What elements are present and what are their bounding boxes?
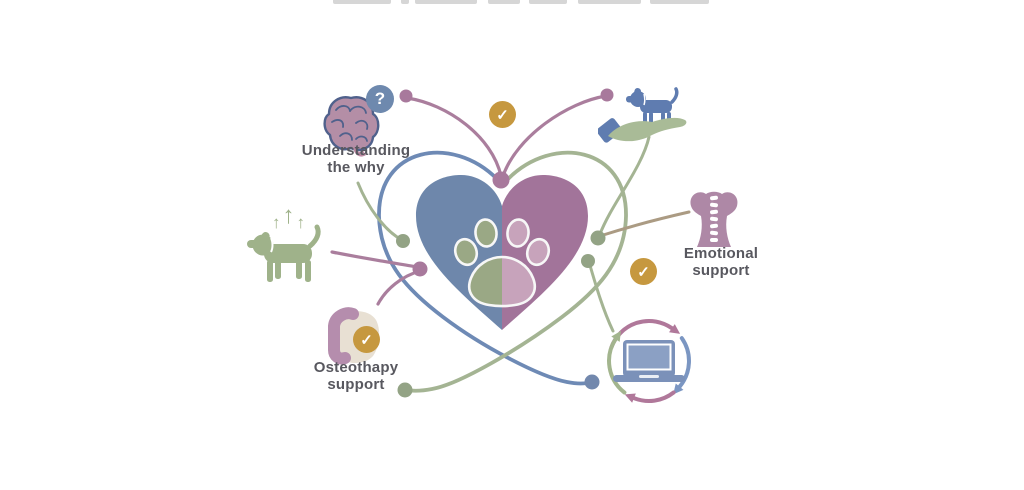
laptop [613,340,685,382]
check-glyph: ✓ [360,331,373,349]
paw-right-half [502,218,551,308]
cropped-heading-remnant [0,0,1024,6]
paw-left-half [453,218,502,308]
check-badge-right: ✓ [630,258,657,285]
line-dog-branch [330,250,419,269]
brain-folds [331,105,369,142]
question-glyph: ? [374,89,386,108]
dot-bottom-blue [584,374,600,390]
line-hand-to-heart [501,94,608,178]
hand-holding-dog-icon [598,87,687,143]
check-badge-osteopathy: ✓ [353,326,380,353]
dot-right-green-upper [590,230,606,246]
check-glyph: ✓ [637,263,650,281]
heading-fragment [488,0,520,4]
dot-heart-top [492,171,510,189]
line-emotional-branch [598,210,691,238]
label-line: Understanding [301,142,411,159]
label-osteopathy-support: Osteothapy support [296,359,416,393]
sleeve-cuff [598,118,622,143]
paw-print-icon [453,218,551,308]
up-arrow-icon: ↑ [282,202,295,229]
up-arrow-icon: ↑ [272,213,281,232]
label-emotional-support: Emotional support [656,245,786,279]
check-glyph: ✓ [496,106,509,124]
line-brain-to-heart [405,96,503,178]
spine-vertebrae [710,195,718,242]
brain-stem [353,147,366,157]
heart-outline-left-blue [377,150,593,386]
dot-left-green [396,234,410,248]
laptop-sync-icon [607,319,691,403]
connector-lines [330,94,691,393]
up-arrow-icon: ↑ [296,213,306,232]
dot-left-mauve [412,261,428,277]
dot-right-green-lower [581,254,595,268]
heading-fragment [529,0,567,4]
progress-dog [247,224,321,282]
heading-fragment [578,0,641,4]
dot-brain [399,89,413,103]
dot-bottom-green [397,382,413,398]
line-laptop-branch [587,260,615,333]
label-understanding-the-why: Understanding the why [291,142,421,176]
connector-dots [396,88,614,398]
dog-up-arrows-icon [247,224,321,282]
heading-fragment [415,0,477,4]
question-badge: ? [366,85,394,113]
up-arrows: ↑ ↑ ↑ [272,202,306,232]
open-hand [608,117,687,142]
dot-hand [600,88,614,102]
label-line: the why [327,159,385,176]
heading-fragment [650,0,709,4]
heading-fragment [401,0,409,4]
label-line: Osteothapy [313,359,399,376]
heading-fragment [333,0,391,4]
check-badge-top: ✓ [489,101,516,128]
brain-question-icon [323,96,380,157]
back-mauve-band [328,307,359,365]
label-line: support [327,376,385,393]
torso-spine-icon [690,191,738,247]
line-hand-down-branch [598,135,651,236]
label-line: Emotional support [683,245,759,279]
heart-outline-right-green [404,150,628,393]
sync-arrows [607,319,691,403]
